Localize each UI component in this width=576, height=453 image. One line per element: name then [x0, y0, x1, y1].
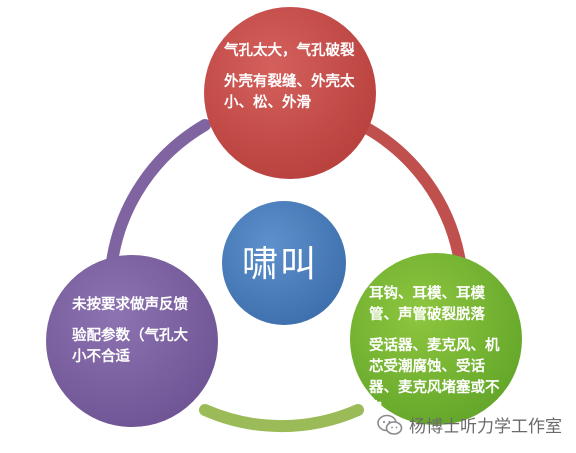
top-node-line-2: 外壳有裂缝、外壳太小、松、外滑	[224, 74, 355, 111]
left-node-circle	[46, 255, 218, 427]
bottom-right-node-line-1: 耳钩、耳模、耳模管、声管破裂脱落	[369, 286, 485, 323]
watermark: 杨博士听力学工作室	[377, 412, 562, 437]
wechat-logo-icon	[377, 414, 403, 435]
center-node-label: 啸叫	[241, 243, 318, 285]
bottom-right-node-text: 耳钩、耳模、耳模管、声管破裂脱落 受话器、麦克风、机芯受潮腐蚀、受话器、麦克风堵…	[369, 284, 509, 420]
arc-top-to-right	[355, 119, 466, 268]
top-node-text: 气孔太大，气孔破裂 外壳有裂缝、外壳太小、松、外滑	[224, 41, 364, 114]
bottom-right-node-line-2: 受话器、麦克风、机芯受潮腐蚀、受话器、麦克风堵塞或不良	[369, 338, 500, 417]
arc-left-to-top	[106, 119, 211, 268]
left-node-text: 未按要求做声反馈 验配参数（气孔大小不合适	[72, 295, 200, 368]
top-node-circle	[204, 7, 376, 179]
left-node-line-1: 未按要求做声反馈	[72, 297, 188, 313]
center-node-circle	[222, 201, 346, 325]
left-node-line-2: 验配参数（气孔大小不合适	[72, 328, 188, 365]
top-node-line-1: 气孔太大，气孔破裂	[224, 43, 355, 59]
watermark-text: 杨博士听力学工作室	[409, 417, 562, 437]
bottom-right-node-circle	[350, 253, 522, 425]
arc-right-to-left	[199, 404, 364, 433]
